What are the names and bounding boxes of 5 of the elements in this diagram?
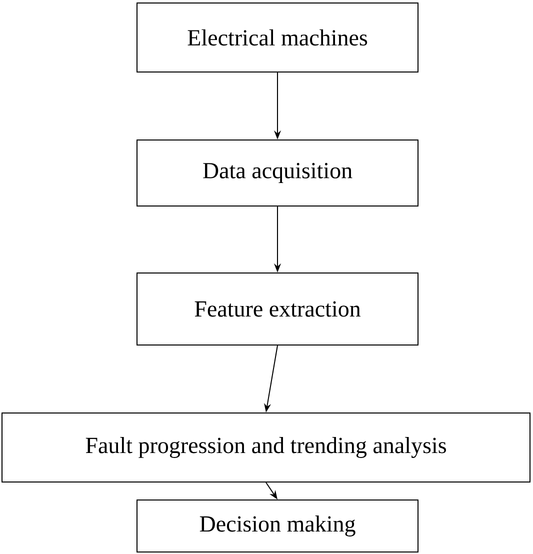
process-box: Decision making [136, 500, 418, 552]
process-box: Feature extraction [136, 272, 418, 346]
process-box: Fault progression and trending analysis [2, 412, 530, 482]
process-box: Electrical machines [136, 2, 418, 72]
process-box: Data acquisition [136, 140, 418, 206]
